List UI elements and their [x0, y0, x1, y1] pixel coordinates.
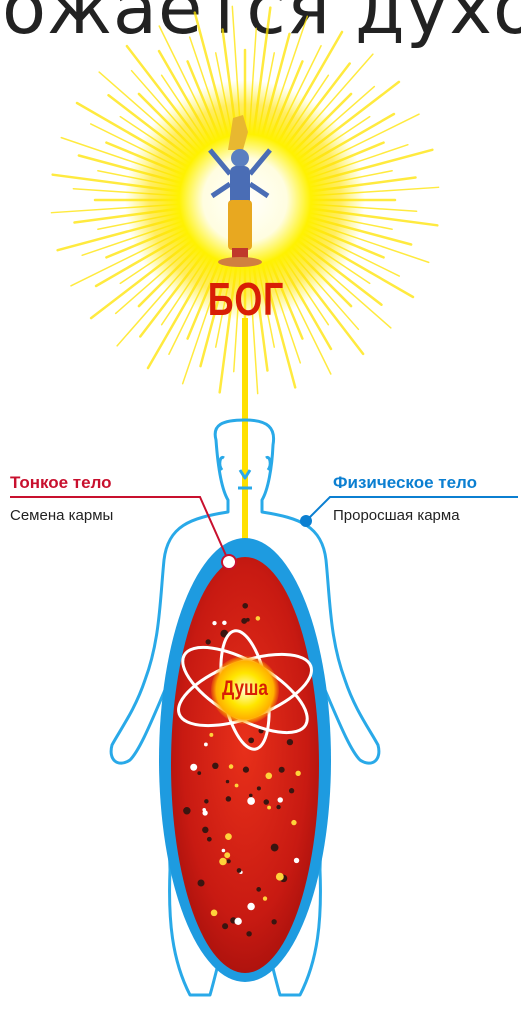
- karma-seed-dot: [197, 879, 204, 886]
- karma-seed-dot: [222, 923, 228, 929]
- karma-seed-dot: [211, 910, 218, 917]
- karma-seed-dot: [278, 797, 283, 802]
- karma-seed-dot: [271, 919, 276, 924]
- karma-seed-dot: [247, 903, 254, 910]
- karma-seed-dot: [206, 639, 211, 644]
- karma-seed-dot: [229, 764, 234, 769]
- karma-seed-dot: [222, 621, 226, 625]
- karma-seed-dot: [226, 780, 229, 783]
- karma-seed-dot: [235, 784, 239, 788]
- karma-seed-dot: [276, 873, 284, 881]
- physical-body-title: Физическое тело: [333, 473, 477, 493]
- karma-seed-dot: [202, 810, 207, 815]
- karma-seed-dot: [227, 859, 231, 863]
- karma-seed-dot: [209, 733, 213, 737]
- karma-seed-dot: [267, 806, 271, 810]
- karma-seed-dot: [243, 767, 249, 773]
- soul-label: Душа: [212, 677, 278, 701]
- karma-seed-dot: [256, 887, 261, 892]
- karma-seed-dot: [204, 799, 208, 803]
- karma-seed-dot: [226, 796, 231, 801]
- karma-seed-dot: [202, 827, 208, 833]
- karma-seed-dot: [197, 771, 201, 775]
- karma-seed-dot: [289, 788, 294, 793]
- karma-seed-dot: [183, 807, 190, 814]
- karma-seed-dot: [294, 858, 299, 863]
- karma-seed-dot: [241, 618, 247, 624]
- karma-seed-dot: [247, 797, 255, 805]
- karma-seed-dot: [235, 918, 242, 925]
- karma-seed-dot: [190, 764, 197, 771]
- karma-seed-dot: [248, 737, 254, 743]
- karma-seed-dot: [265, 773, 272, 780]
- karma-seed-dot: [279, 767, 285, 773]
- karma-seed-dot: [257, 786, 261, 790]
- karma-seed-dot: [264, 799, 270, 805]
- karma-seed-dot: [219, 858, 226, 865]
- karma-seed-dot: [225, 833, 232, 840]
- karma-seed-dot: [237, 868, 242, 873]
- physical-body-subtitle: Проросшая карма: [333, 507, 460, 524]
- karma-seed-dot: [242, 603, 248, 609]
- god-label: БОГ: [207, 272, 285, 326]
- karma-seed-dot: [246, 931, 251, 936]
- karma-seed-dot: [207, 837, 212, 842]
- subtle-body-subtitle: Семена кармы: [10, 507, 113, 524]
- karma-seed-dot: [256, 616, 261, 621]
- karma-seed-dot: [212, 763, 218, 769]
- karma-seed-dot: [271, 844, 279, 852]
- karma-seed-dot: [212, 621, 216, 625]
- karma-seed-dot: [224, 852, 230, 858]
- karma-seed-dot: [276, 805, 280, 809]
- karma-seed-dot: [222, 849, 226, 853]
- karma-seed-dot: [263, 896, 267, 900]
- karma-seed-dot: [291, 820, 296, 825]
- karma-seed-dot: [295, 771, 300, 776]
- karma-seed-dot: [204, 743, 208, 747]
- karma-seed-dot: [249, 794, 253, 798]
- karma-seed-dot: [287, 739, 293, 745]
- subtle-body-title: Тонкое тело: [10, 473, 112, 493]
